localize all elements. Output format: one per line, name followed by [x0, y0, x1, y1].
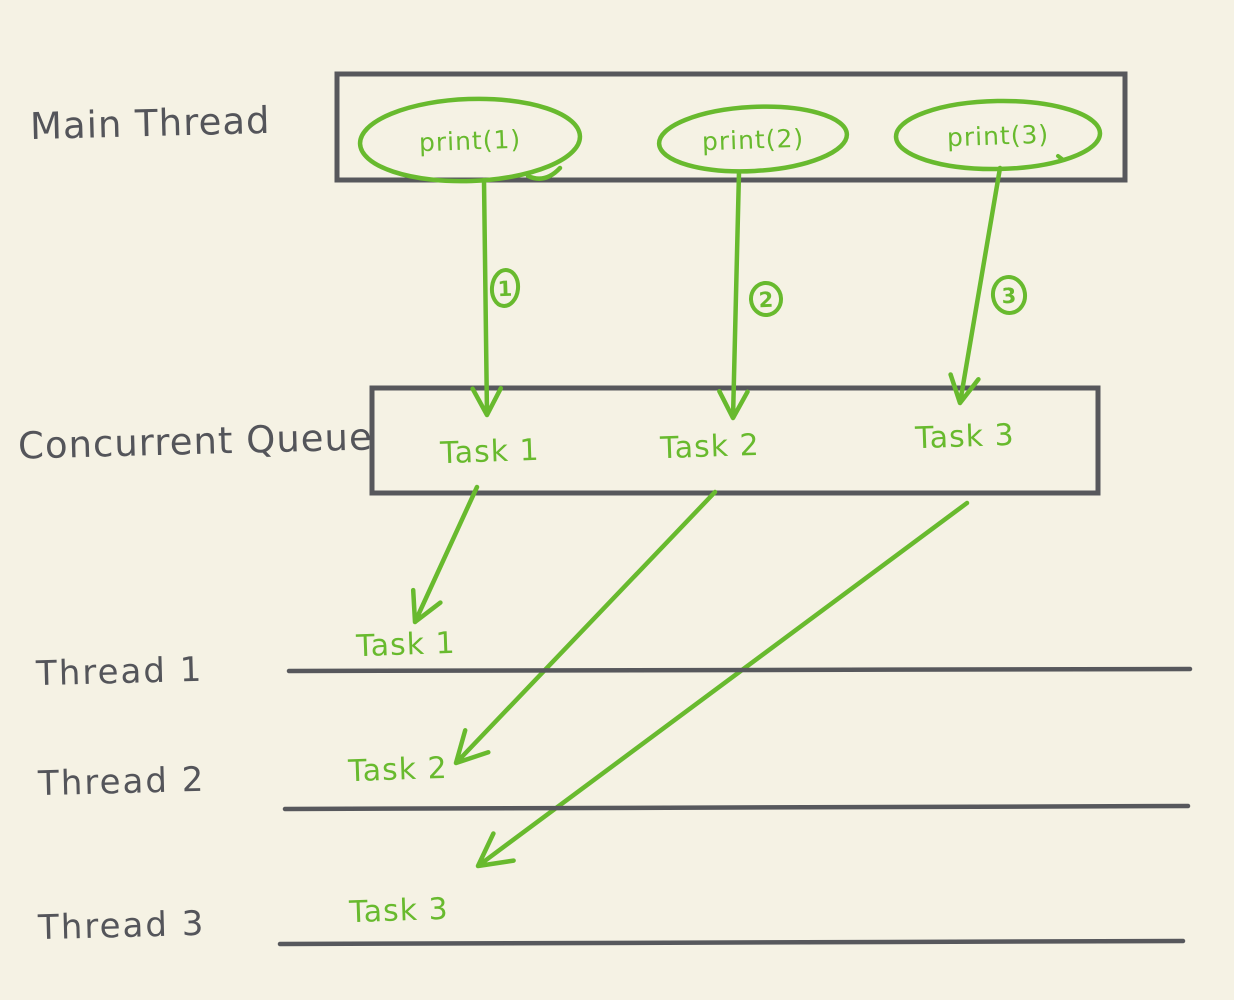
dispatch-arrow-1: [470, 177, 504, 418]
step-badge-2: 2: [758, 287, 774, 313]
execution-arrow-3: [475, 500, 970, 869]
step-badge-3: 3: [1001, 283, 1017, 309]
queue-task-label-3: Task 3: [914, 417, 1016, 457]
thread-label-2: Thread 2: [37, 759, 206, 805]
thread-3-timeline: [277, 938, 1186, 947]
thread-label-1: Thread 1: [35, 649, 204, 695]
thread-1-timeline: [286, 666, 1193, 674]
pen-dot-stroke: [1056, 154, 1064, 161]
execution-arrow-2: [453, 489, 718, 766]
thread-2-timeline: [282, 803, 1191, 812]
print-call-label-1: print(1): [418, 124, 522, 158]
step-badge-1: 1: [497, 276, 513, 302]
thread-label-3: Thread 3: [37, 903, 206, 949]
thread-task-label-2: Task 2: [347, 750, 449, 790]
queue-task-label-1: Task 1: [439, 432, 541, 472]
main-thread-label: Main Thread: [29, 98, 271, 149]
dispatch-arrow-2: [717, 169, 750, 421]
execution-arrow-1: [410, 484, 480, 625]
main-thread-box: [334, 71, 1128, 183]
dispatch-arrow-3: [948, 165, 1003, 406]
print-call-label-2: print(2): [701, 123, 805, 157]
pen-overshoot-stroke: [525, 165, 563, 181]
step-badge-circle-1: [489, 268, 521, 308]
step-badge-circle-3: [990, 275, 1028, 315]
print-call-oval-2: [656, 104, 850, 174]
queue-task-label-2: Task 2: [659, 427, 761, 467]
step-badge-circle-2: [748, 281, 784, 317]
print-call-oval-1: [357, 96, 583, 184]
thread-task-label-3: Task 3: [348, 891, 450, 931]
thread-task-label-1: Task 1: [355, 625, 457, 665]
print-call-label-3: print(3): [946, 119, 1050, 153]
